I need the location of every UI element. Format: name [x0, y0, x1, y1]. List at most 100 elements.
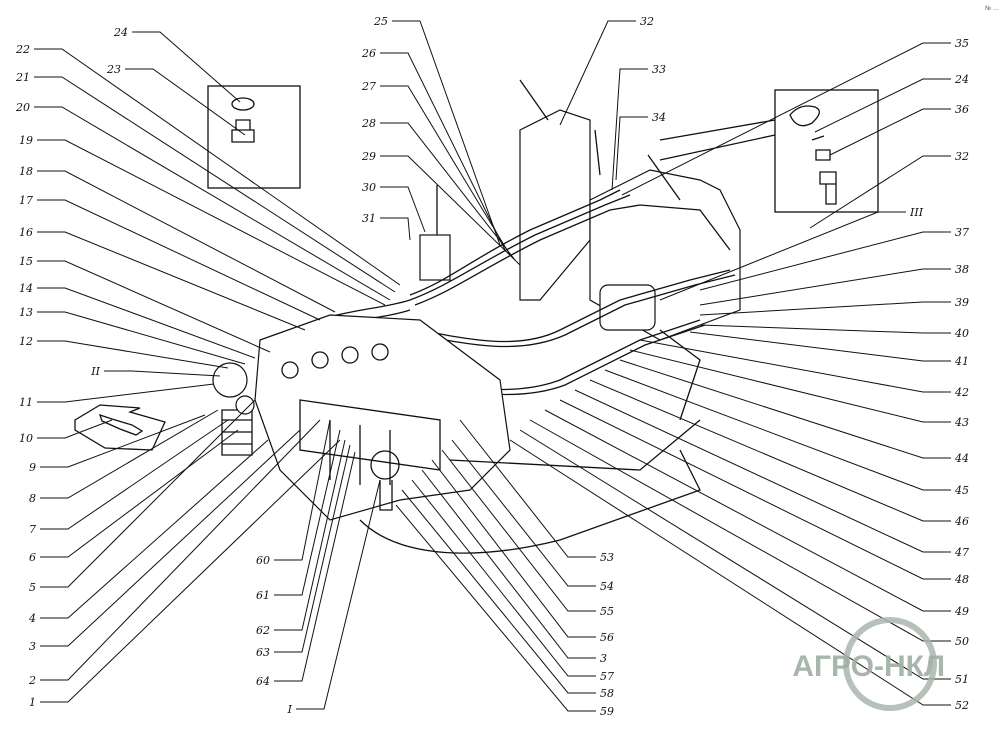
leader-line-35 — [621, 42, 951, 196]
leader-line-20 — [34, 106, 391, 301]
leader-line-56 — [431, 459, 596, 638]
callout-label: 45 — [954, 484, 969, 497]
callout-label: 63 — [256, 646, 270, 659]
callout-label: 59 — [600, 705, 614, 718]
leader-line-51 — [519, 429, 951, 680]
leader-line-55 — [441, 449, 596, 612]
callout-label: 9 — [29, 461, 36, 474]
leader-line-21 — [34, 76, 396, 293]
valve-part-icon — [98, 413, 144, 436]
dipstick — [519, 79, 549, 121]
callout-label: 44 — [954, 452, 969, 465]
callout-label: 32 — [640, 15, 654, 28]
callout-label: 26 — [361, 47, 376, 60]
leader-line-24 — [132, 31, 241, 103]
callout-label: 8 — [29, 492, 36, 505]
leader-line-17 — [37, 199, 321, 321]
ring-part-icon — [231, 97, 255, 111]
callout-label: 18 — [19, 165, 33, 178]
callout-label: 3 — [29, 640, 36, 653]
callout-label: 42 — [954, 386, 969, 399]
leader-line-34 — [615, 116, 648, 181]
callout-label: 62 — [256, 624, 270, 637]
pump-body — [221, 409, 253, 456]
leader-line-22 — [34, 48, 401, 286]
callout-label: 33 — [652, 63, 666, 76]
callout-label: 60 — [256, 554, 270, 567]
callout-label: 10 — [19, 432, 33, 445]
leader-line-II — [104, 370, 221, 377]
leader-line-1 — [40, 439, 341, 703]
leader-line-24 — [814, 78, 951, 133]
callout-label: 15 — [19, 255, 33, 268]
callout-label: 27 — [361, 80, 376, 93]
callout-label: 50 — [955, 635, 969, 648]
callout-label: 53 — [600, 551, 614, 564]
leader-line-26 — [380, 52, 506, 251]
leader-line-6 — [40, 429, 239, 558]
callout-label: 49 — [954, 605, 969, 618]
callout-label: 17 — [19, 194, 33, 207]
leader-line-38 — [699, 268, 951, 306]
callout-label: 51 — [955, 673, 969, 686]
leader-line-25 — [392, 20, 501, 246]
callout-label: 40 — [954, 327, 969, 340]
callout-label: 16 — [19, 226, 33, 239]
leader-line-30 — [380, 186, 426, 233]
pump-fitting — [235, 395, 255, 415]
callout-label: 56 — [600, 631, 614, 644]
inset-pointer — [659, 119, 776, 161]
leader-line-3 — [421, 469, 596, 659]
leader-line-I — [296, 479, 381, 710]
callout-label: 22 — [15, 43, 30, 56]
leader-line-III — [659, 211, 906, 301]
dipstick — [647, 154, 681, 201]
callout-label: 43 — [954, 416, 969, 429]
callout-label: 41 — [954, 355, 969, 368]
callout-label: 30 — [362, 181, 376, 194]
leader-line-43 — [629, 349, 951, 423]
callout-label: 54 — [600, 580, 614, 593]
inset-box-left — [207, 85, 301, 189]
leader-line-59 — [395, 504, 596, 712]
leader-line-42 — [639, 339, 951, 393]
distributor — [419, 234, 451, 281]
callout-label: 32 — [955, 150, 969, 163]
callout-label: 57 — [600, 670, 614, 683]
leader-line-10 — [37, 419, 113, 439]
callout-label: 36 — [955, 103, 969, 116]
leader-line-52 — [509, 439, 951, 706]
leader-line-53 — [459, 419, 596, 558]
leader-line-32 — [809, 155, 951, 229]
dipstick — [594, 129, 601, 176]
callout-label: 38 — [955, 263, 969, 276]
leader-line-63 — [274, 444, 351, 653]
callout-label: 2 — [28, 674, 36, 687]
leader-line-48 — [559, 399, 951, 580]
leader-line-57 — [411, 479, 596, 677]
watermark-text: АГРО-НКЛ — [792, 650, 945, 683]
tank-left — [519, 109, 591, 301]
leader-line-58 — [401, 489, 596, 694]
callout-label: 11 — [19, 396, 33, 409]
plug-part-icon — [231, 119, 255, 143]
callout-label: 46 — [954, 515, 969, 528]
callout-label: 25 — [373, 15, 388, 28]
leader-line-23 — [125, 68, 246, 136]
leader-line-49 — [544, 409, 951, 612]
leader-line-40 — [699, 324, 951, 334]
callout-label: 35 — [955, 37, 969, 50]
callout-label: 52 — [955, 699, 969, 712]
leader-line-32 — [559, 20, 636, 126]
callout-label: 14 — [19, 282, 33, 295]
inset-box-right — [774, 89, 879, 213]
engine-block — [254, 314, 511, 521]
pump-head — [212, 362, 248, 398]
callout-label: III — [909, 206, 924, 219]
callout-label: 28 — [361, 117, 376, 130]
watermark-logo: АГРО-НКЛ — [792, 617, 945, 711]
leader-line-39 — [699, 301, 951, 316]
leader-line-14 — [37, 287, 256, 359]
callout-label: 39 — [955, 296, 969, 309]
